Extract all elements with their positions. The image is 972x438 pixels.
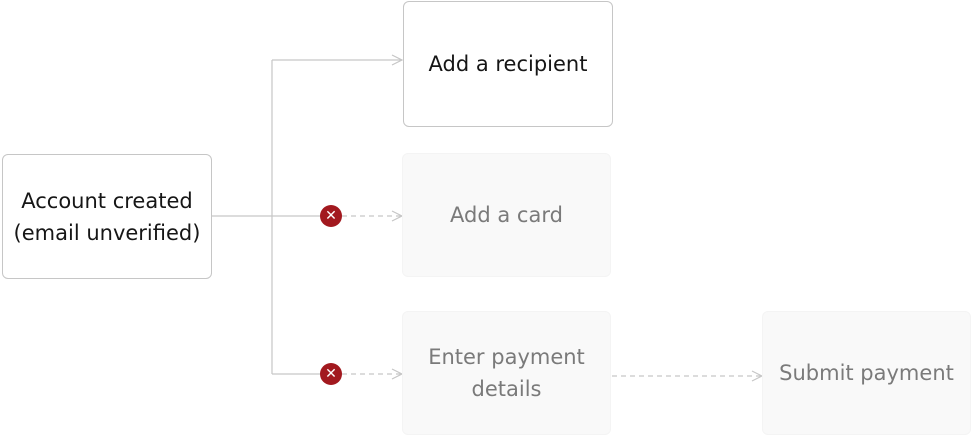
node-add-card: Add a card [402, 153, 611, 277]
node-enter-payment-line1: Enter payment [428, 345, 585, 369]
node-add-recipient-label: Add a recipient [428, 52, 588, 76]
node-account-created[interactable]: Account created (email unverified) [2, 154, 212, 279]
close-icon: ✕ [320, 363, 342, 385]
node-account-created-line2: (email unverified) [13, 220, 201, 245]
arrowhead-add-recipient [391, 54, 404, 66]
node-submit-payment: Submit payment [762, 311, 971, 435]
node-enter-payment-details: Enter payment details [402, 311, 611, 435]
node-submit-payment-label: Submit payment [779, 361, 954, 385]
close-icon: ✕ [320, 205, 342, 227]
node-add-recipient[interactable]: Add a recipient [403, 1, 613, 127]
node-account-created-line1: Account created [21, 188, 193, 213]
node-add-card-label: Add a card [450, 203, 563, 227]
node-enter-payment-line2: details [471, 377, 542, 401]
